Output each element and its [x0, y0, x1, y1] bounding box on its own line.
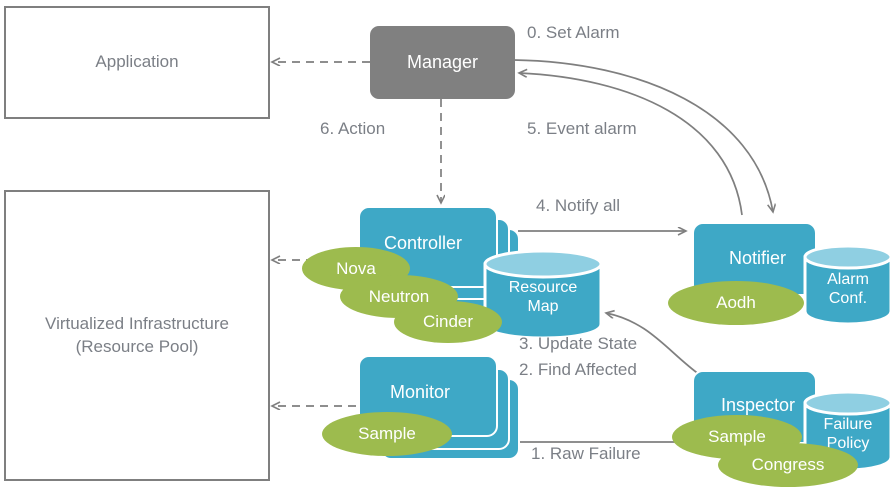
flow-label-notify-all: 4. Notify all [536, 196, 621, 215]
tag-congress-label: Congress [751, 455, 825, 474]
manager-label: Manager [406, 52, 479, 72]
manager-box[interactable]: Manager [370, 26, 515, 99]
resource-map-shape [483, 249, 603, 340]
tag-sample-monitor-label: Sample [358, 424, 416, 443]
tag-cinder-label: Cinder [422, 312, 474, 331]
monitor-label: Monitor [390, 382, 451, 402]
infrastructure-label-line1: Virtualized Infrastructure [45, 313, 229, 333]
failure-policy-label-line2: Policy [826, 435, 870, 453]
tag-aodh-label: Aodh [716, 293, 756, 312]
failure-policy-label: Failure Policy [802, 415, 894, 453]
alarm-conf-label-line1: Alarm [827, 271, 869, 288]
connector-update-state [606, 313, 701, 376]
flow-label-find-affected: 2. Find Affected [519, 360, 637, 379]
tag-neutron-label: Neutron [368, 286, 430, 306]
infrastructure-box: Virtualized Infrastructure (Resource Poo… [4, 190, 270, 481]
tag-sample-inspector-label: Sample [708, 427, 766, 446]
flow-label-update-state: 3. Update State [519, 334, 638, 353]
alarm-conf-cylinder[interactable]: Alarm Conf. [802, 243, 894, 326]
infrastructure-label-line2: (Resource Pool) [75, 336, 199, 356]
alarm-conf-label: Alarm Conf. [802, 270, 894, 308]
resource-map-label-line2: Map [527, 298, 559, 316]
flow-label-action: 6. Action [320, 119, 386, 138]
connector-event-alarm [519, 73, 743, 216]
resource-map-label-line1: Resource [508, 279, 578, 296]
alarm-conf-shape [803, 244, 893, 326]
tag-aodh[interactable]: Aodh [668, 281, 804, 325]
resource-map-label: Resource Map [482, 278, 604, 316]
tag-congress[interactable]: Congress [718, 443, 858, 487]
flow-label-event-alarm: 5. Event alarm [527, 119, 637, 138]
tag-nova-label: Nova [336, 258, 376, 278]
tag-sample-monitor[interactable]: Sample [322, 412, 452, 456]
flow-label-set-alarm: 0. Set Alarm [527, 23, 620, 42]
failure-policy-label-line1: Failure [823, 416, 873, 433]
notifier-label: Notifier [729, 248, 787, 268]
alarm-conf-label-line2: Conf. [828, 290, 868, 308]
connector-set-alarm [513, 59, 773, 212]
application-box: Application [4, 6, 270, 119]
application-label: Application [95, 52, 179, 72]
controller-label: Controller [384, 233, 463, 253]
tag-cinder[interactable]: Cinder [394, 301, 502, 343]
inspector-label: Inspector [721, 395, 796, 415]
flow-label-raw-failure: 1. Raw Failure [531, 444, 641, 463]
resource-map-cylinder[interactable]: Resource Map [482, 248, 604, 340]
